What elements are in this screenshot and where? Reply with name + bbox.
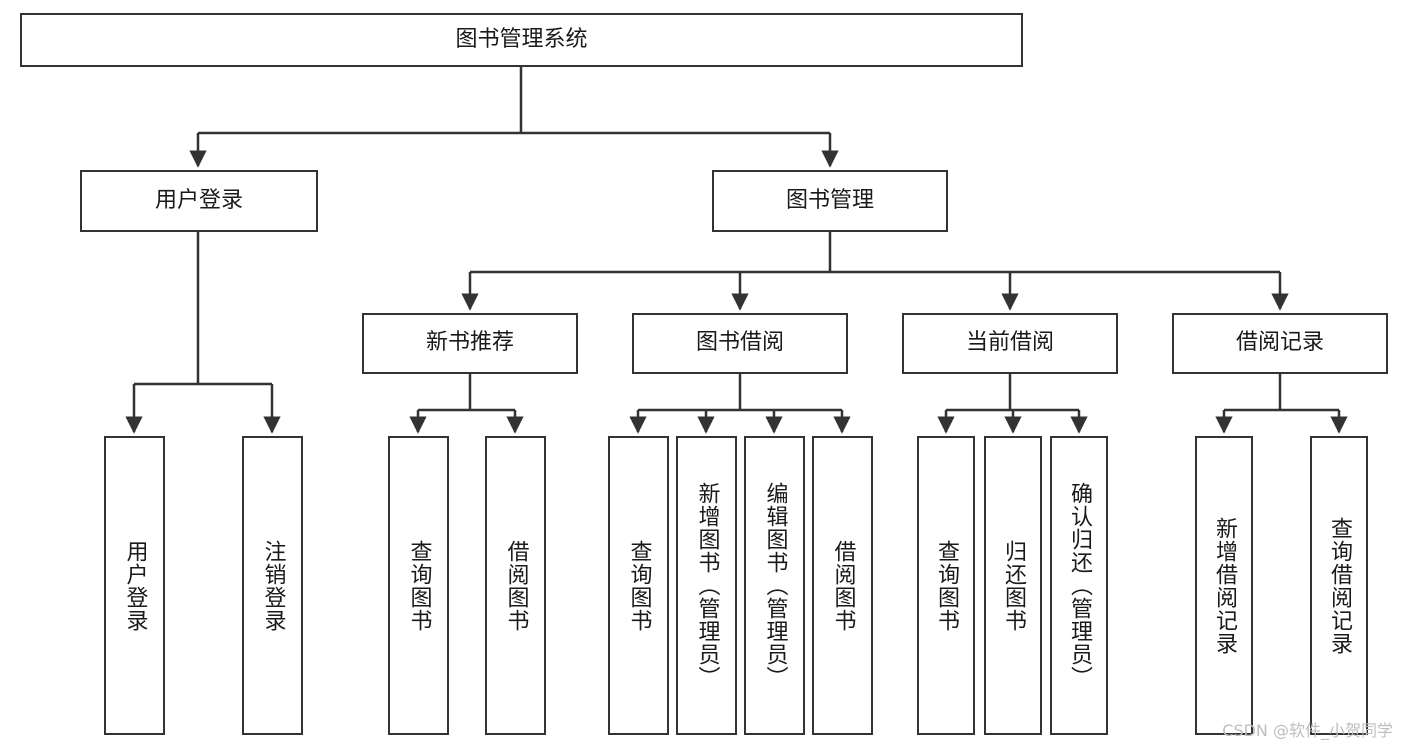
node-book-borrowing[interactable]: 图书借阅 [632, 313, 848, 374]
leaf-query-book-1-label: 查询图书 [406, 539, 432, 632]
leaf-query-book-3[interactable]: 查询图书 [917, 436, 975, 735]
leaf-edit-book-label: 编辑图书（管理员） [762, 482, 788, 689]
node-user-login-label: 用户登录 [154, 187, 243, 213]
node-root-label: 图书管理系统 [455, 26, 588, 52]
leaf-logout[interactable]: 注销登录 [242, 436, 303, 735]
leaf-query-book-2[interactable]: 查询图书 [608, 436, 669, 735]
leaf-edit-book[interactable]: 编辑图书（管理员） [744, 436, 805, 735]
node-root[interactable]: 图书管理系统 [20, 13, 1023, 67]
leaf-add-book[interactable]: 新增图书（管理员） [676, 436, 737, 735]
node-new-book-recommendation[interactable]: 新书推荐 [362, 313, 578, 374]
node-current-borrowing[interactable]: 当前借阅 [902, 313, 1118, 374]
leaf-add-book-label: 新增图书（管理员） [694, 482, 720, 689]
leaf-user-login[interactable]: 用户登录 [104, 436, 165, 735]
leaf-add-borrow-record[interactable]: 新增借阅记录 [1195, 436, 1253, 735]
leaf-add-borrow-record-label: 新增借阅记录 [1212, 516, 1237, 655]
leaf-query-book-2-label: 查询图书 [626, 539, 652, 632]
leaf-confirm-return[interactable]: 确认归还（管理员） [1050, 436, 1108, 735]
leaf-return-book-label: 归还图书 [1001, 539, 1026, 632]
leaf-query-borrow-record-label: 查询借阅记录 [1327, 516, 1352, 655]
watermark-text: CSDN @软件_小贺同学 [1222, 721, 1393, 740]
leaf-borrow-book-1-label: 借阅图书 [503, 539, 529, 632]
node-current-borrowing-label: 当前借阅 [965, 330, 1054, 356]
node-book-borrowing-label: 图书借阅 [695, 330, 784, 356]
leaf-query-book-3-label: 查询图书 [934, 539, 959, 632]
node-user-login[interactable]: 用户登录 [80, 170, 318, 232]
leaf-borrow-book-2-label: 借阅图书 [830, 539, 856, 632]
leaf-borrow-book-1[interactable]: 借阅图书 [485, 436, 546, 735]
node-borrowing-record-label: 借阅记录 [1235, 330, 1324, 356]
leaf-confirm-return-label: 确认归还（管理员） [1067, 482, 1092, 689]
node-new-book-recommendation-label: 新书推荐 [425, 330, 514, 356]
leaf-user-login-label: 用户登录 [122, 539, 148, 632]
node-book-management[interactable]: 图书管理 [712, 170, 948, 232]
leaf-return-book[interactable]: 归还图书 [984, 436, 1042, 735]
leaf-query-borrow-record[interactable]: 查询借阅记录 [1310, 436, 1368, 735]
leaf-borrow-book-2[interactable]: 借阅图书 [812, 436, 873, 735]
leaf-query-book-1[interactable]: 查询图书 [388, 436, 449, 735]
edges-root-level [125, 67, 1348, 434]
leaf-logout-label: 注销登录 [260, 539, 286, 632]
node-borrowing-record[interactable]: 借阅记录 [1172, 313, 1388, 374]
node-book-management-label: 图书管理 [785, 187, 874, 213]
